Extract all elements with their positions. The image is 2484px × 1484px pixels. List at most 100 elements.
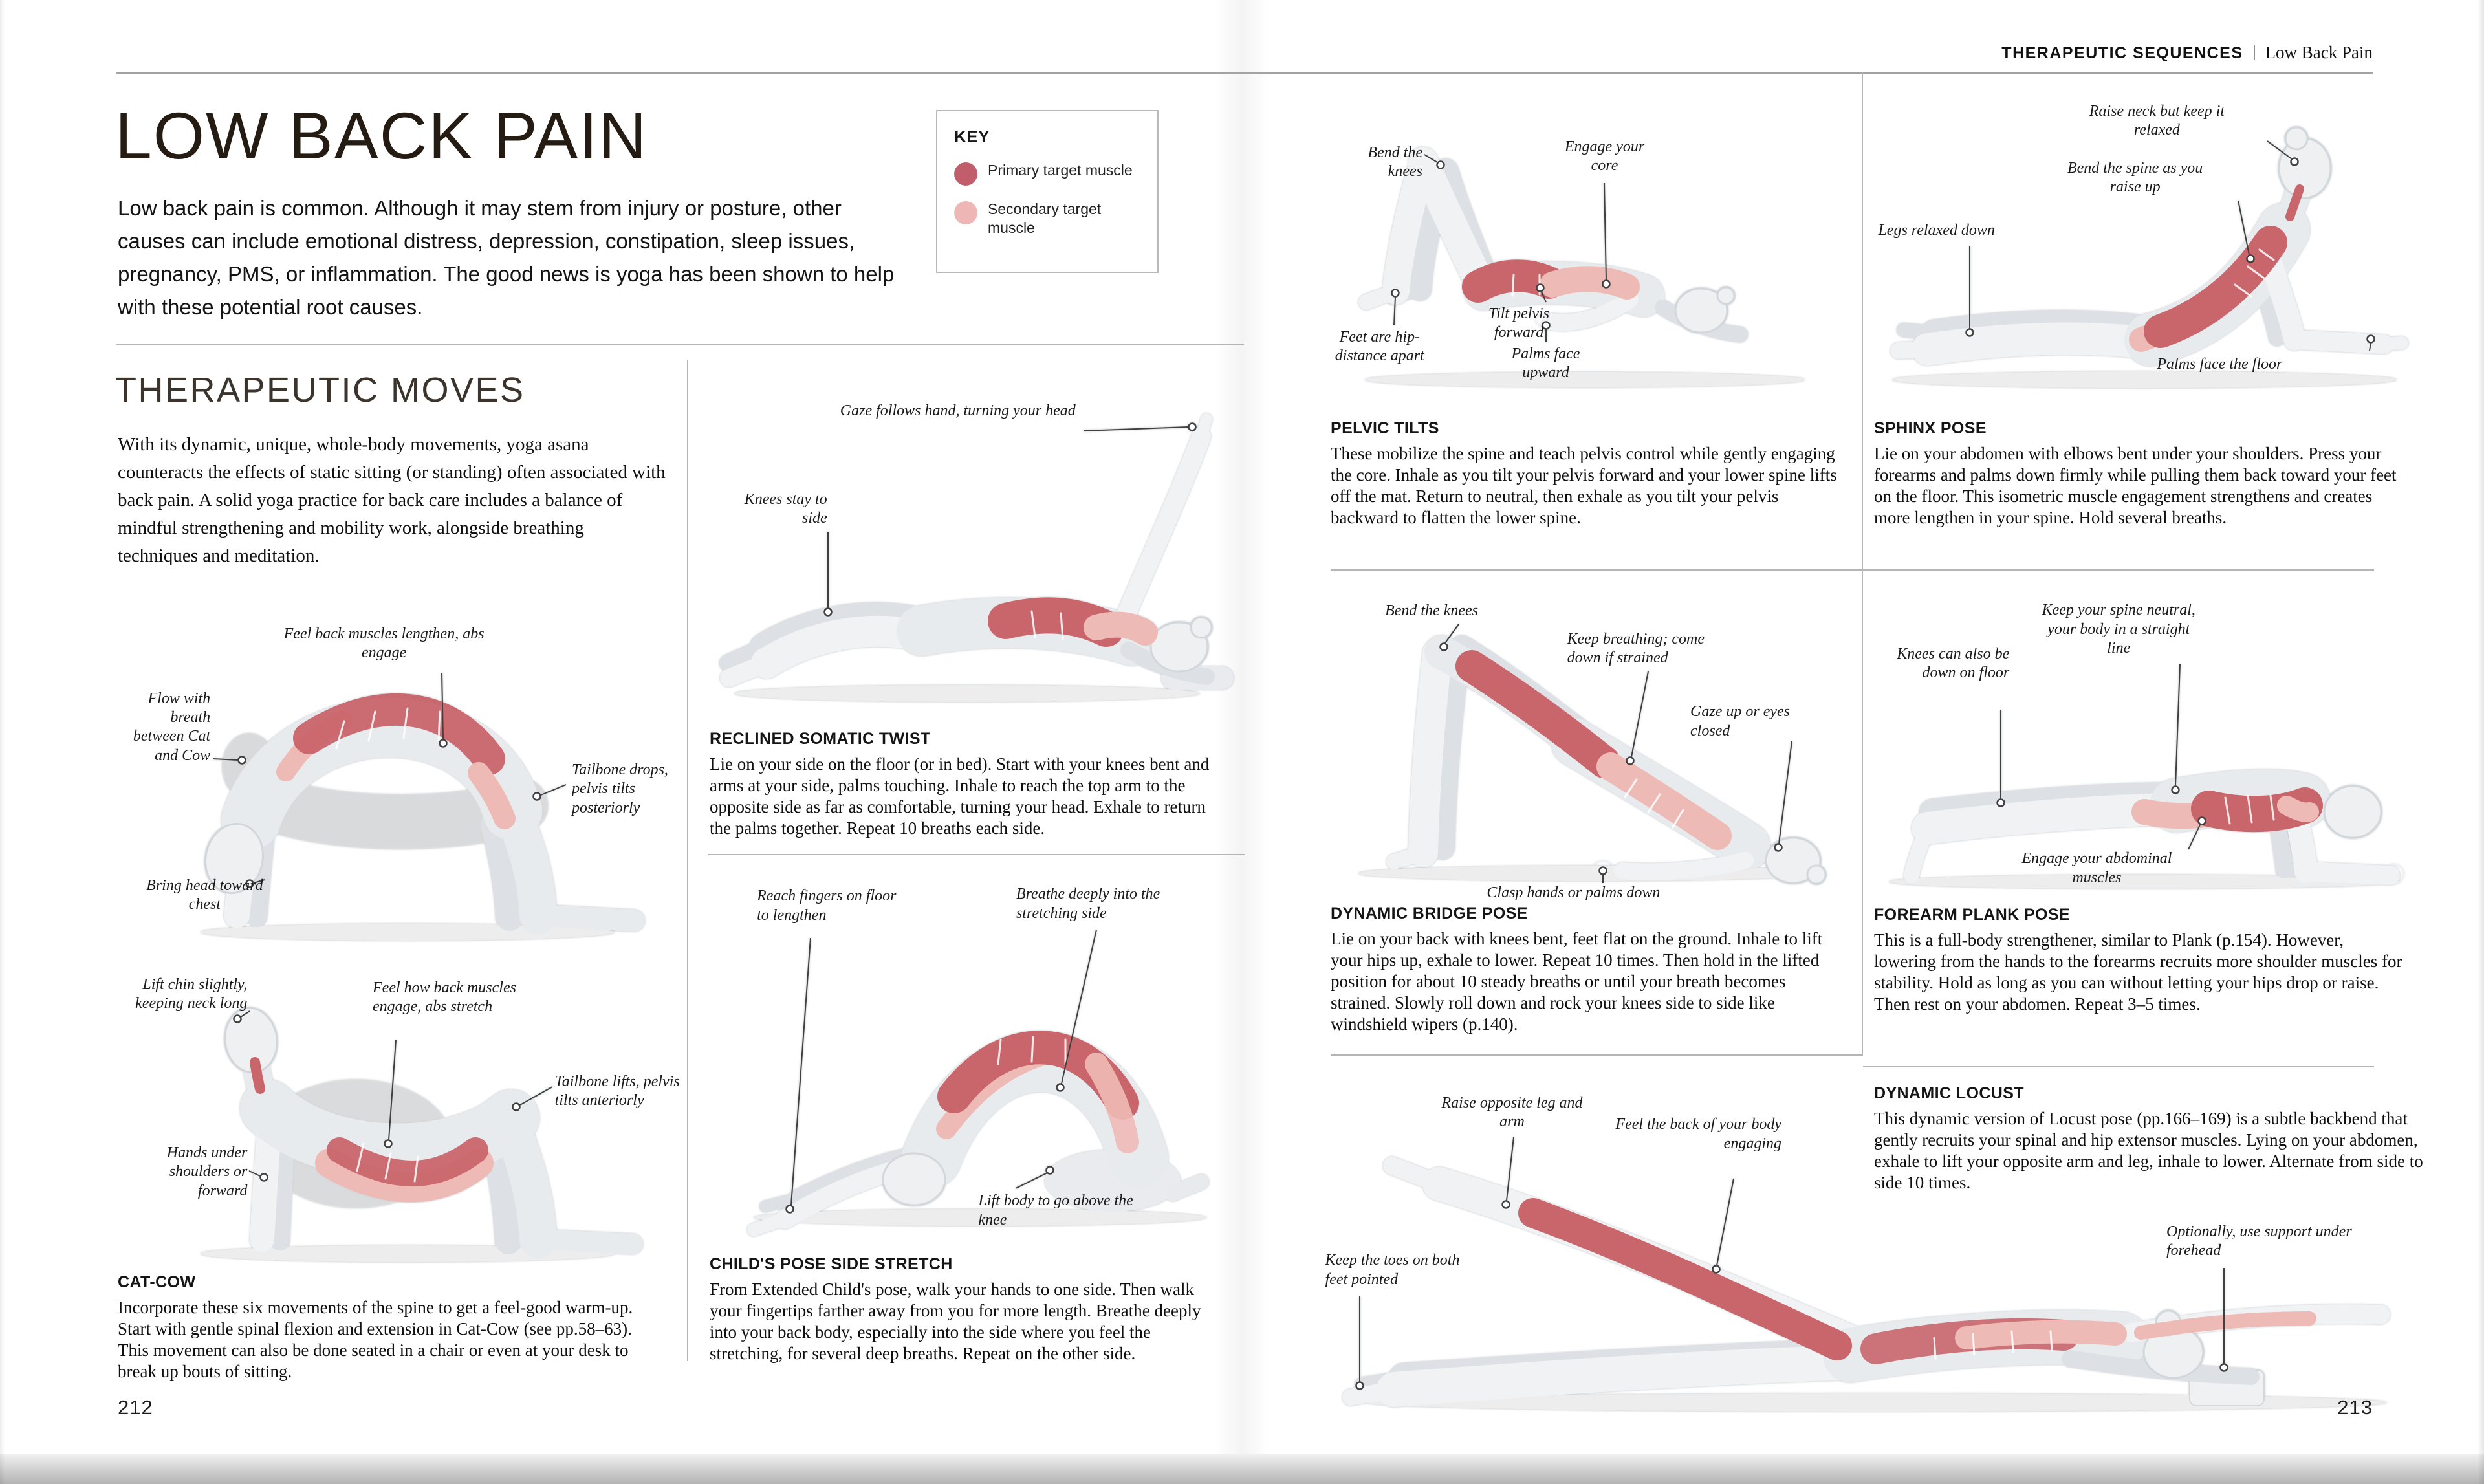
- annotation-feel-back-muscles: Feel back muscles lengthen, abs engage: [283, 626, 485, 662]
- page-number-left: 212: [118, 1396, 153, 1419]
- annotation-knees-stay: Knees stay to side: [744, 490, 827, 527]
- annotation-keep-spine-neutral: Keep your spine neutral, your body in a …: [2042, 602, 2195, 657]
- pelvic-divider: [1331, 569, 1862, 571]
- section-body: With its dynamic, unique, whole-body mov…: [118, 434, 666, 566]
- annotation-breathe-deeply: Breathe deeply into the stretching side: [1016, 886, 1160, 922]
- cow-pose-figure: Lift chin slightly, keeping neck long Fe…: [116, 950, 686, 1273]
- pelvic-tilts-illustration: [1358, 147, 1805, 387]
- cat-pose-illustration: [201, 672, 645, 941]
- childs-pose-illustration: [747, 929, 1209, 1236]
- cat-pose-figure: Feel back muscles lengthen, abs engage F…: [116, 611, 686, 951]
- pose-body: This is a full-body strengthener, simila…: [1874, 930, 2402, 1014]
- annotation-raise-opposite: Raise opposite leg and arm: [1441, 1094, 1583, 1131]
- legend-label: Secondary target muscle: [988, 201, 1102, 236]
- annotation-bend-knees-bridge: Bend the knees: [1385, 602, 1479, 619]
- annotation-bring-head: Bring head toward chest: [146, 877, 263, 913]
- book-right-edge: [2478, 0, 2484, 1484]
- pelvic-tilts-figure: Bend the knees Engage your core Feet are…: [1326, 126, 1862, 414]
- annotation-lift-body: Lift body to go above the knee: [978, 1192, 1133, 1228]
- annotation-feet-hip-distance: Feet are hip-distance apart: [1335, 328, 1424, 364]
- annotation-hands-under: Hands under shoulders or forward: [166, 1144, 248, 1199]
- plank-pose-figure: Keep your spine neutral, your body in a …: [1873, 592, 2419, 902]
- running-header: THERAPEUTIC SEQUENCES Low Back Pain: [1682, 43, 2373, 63]
- locust-pose-figure: Raise opposite leg and arm Feel the back…: [1320, 1074, 2419, 1436]
- pose-body: Lie on your side on the floor (or in bed…: [710, 754, 1210, 838]
- intro-paragraph: Low back pain is common. Although it may…: [118, 196, 895, 320]
- header-topic: Low Back Pain: [2265, 43, 2373, 62]
- annotation-engage-core: Engage your core: [1564, 138, 1645, 175]
- legend-item-secondary: Secondary target muscle: [954, 200, 1140, 237]
- reclined-twist-figure: Gaze follows hand, turning your head Kne…: [708, 388, 1248, 728]
- reclined-twist-illustration: [719, 413, 1234, 702]
- pose-body: Lie on your abdomen with elbows bent und…: [1874, 444, 2397, 527]
- sphinx-pose-figure: Raise neck but keep it relaxed Bend the …: [1873, 91, 2419, 417]
- annotation-gaze-follows: Gaze follows hand, turning your head: [840, 402, 1076, 419]
- childs-pose-caption: CHILD'S POSE SIDE STRETCH From Extended …: [710, 1255, 1221, 1364]
- annotation-engage-abdominals: Engage your abdominal muscles: [2021, 850, 2172, 886]
- annotation-tailbone-drops: Tailbone drops, pelvis tilts posteriorly: [572, 761, 668, 816]
- pose-body: These mobilize the spine and teach pelvi…: [1331, 444, 1837, 527]
- annotation-optional-support: Optionally, use support under forehead: [2166, 1223, 2352, 1259]
- header-separator: [2253, 45, 2255, 60]
- page-number-right: 213: [2337, 1396, 2373, 1419]
- left-column-divider: [687, 360, 688, 1361]
- bridge-pose-illustration: [1358, 624, 1827, 885]
- childs-pose-figure: Reach fingers on floor to lengthen Breat…: [708, 870, 1248, 1249]
- page-title: LOW BACK PAIN: [115, 99, 648, 173]
- sphinx-divider: [1863, 569, 2374, 571]
- intro-divider: [116, 344, 1244, 345]
- annotation-reach-fingers: Reach fingers on floor to lengthen: [757, 888, 897, 924]
- pose-heading: FOREARM PLANK POSE: [1874, 906, 2071, 924]
- pose-body: From Extended Child's pose, walk your ha…: [710, 1280, 1201, 1363]
- reclined-twist-caption: RECLINED SOMATIC TWIST Lie on your side …: [710, 730, 1221, 839]
- sphinx-pose-illustration: [1890, 126, 2408, 388]
- middle-column-divider: [708, 854, 1245, 855]
- annotation-tailbone-lifts: Tailbone lifts, pelvis tilts anteriorly: [554, 1073, 680, 1109]
- pose-heading: DYNAMIC BRIDGE POSE: [1331, 904, 1528, 922]
- book-bottom-edge: [0, 1454, 2484, 1484]
- pose-body: This dynamic version of Locust pose (pp.…: [1874, 1109, 2423, 1192]
- pose-heading: SPHINX POSE: [1874, 419, 1987, 437]
- annotation-keep-breathing: Keep breathing; come down if strained: [1567, 630, 1705, 666]
- plank-pose-illustration: [1889, 664, 2404, 889]
- annotation-palms-upward: Palms face upward: [1511, 345, 1580, 382]
- pose-heading: CHILD'S POSE SIDE STRETCH: [710, 1255, 953, 1273]
- page-gutter-shadow: [1215, 0, 1269, 1484]
- locust-caption: DYNAMIC LOCUST This dynamic version of L…: [1874, 1084, 2424, 1194]
- cow-pose-illustration: [201, 1007, 643, 1262]
- legend-label: Primary target muscle: [988, 162, 1133, 179]
- annotation-gaze-up: Gaze up or eyes closed: [1690, 703, 1790, 739]
- book-left-edge: [0, 0, 5, 1484]
- pose-heading: RECLINED SOMATIC TWIST: [710, 730, 931, 748]
- bridge-divider: [1331, 1054, 1862, 1056]
- annotation-legs-relaxed: Legs relaxed down: [1878, 222, 1995, 239]
- cat-cow-caption: CAT-COW Incorporate these six movements …: [118, 1273, 635, 1382]
- pelvic-tilts-caption: PELVIC TILTS These mobilize the spine an…: [1331, 419, 1848, 529]
- pose-heading: CAT-COW: [118, 1273, 196, 1291]
- bridge-pose-figure: Bend the knees Keep breathing; come down…: [1326, 589, 1862, 906]
- pose-heading: PELVIC TILTS: [1331, 419, 1439, 437]
- top-rule: [116, 72, 2373, 74]
- annotation-feel-back-of-body: Feel the back of your body engaging: [1615, 1116, 1781, 1152]
- annotation-flow-with-breath: Flow with breath between Cat and Cow: [133, 690, 211, 764]
- bridge-pose-caption: DYNAMIC BRIDGE POSE Lie on your back wit…: [1331, 904, 1848, 1035]
- key-title: KEY: [954, 127, 990, 146]
- header-section: THERAPEUTIC SEQUENCES: [2001, 44, 2243, 62]
- key-legend: KEY Primary target muscle Secondary targ…: [936, 110, 1159, 273]
- pose-heading: DYNAMIC LOCUST: [1874, 1084, 2024, 1102]
- sphinx-pose-caption: SPHINX POSE Lie on your abdomen with elb…: [1874, 419, 2398, 529]
- legend-item-primary: Primary target muscle: [954, 161, 1140, 186]
- section-heading: THERAPEUTIC MOVES: [115, 371, 525, 409]
- plank-divider: [1863, 1066, 2374, 1067]
- annotation-bend-spine: Bend the spine as you raise up: [2067, 160, 2203, 196]
- pose-body: Incorporate these six movements of the s…: [118, 1298, 633, 1381]
- annotation-clasp-hands: Clasp hands or palms down: [1487, 884, 1661, 901]
- annotation-feel-how-back: Feel how back muscles engage, abs stretc…: [373, 979, 516, 1016]
- annotation-keep-toes-pointed: Keep the toes on both feet pointed: [1325, 1252, 1460, 1288]
- annotation-bend-knees: Bend the knees: [1367, 144, 1423, 180]
- primary-muscle-swatch: [954, 162, 977, 186]
- secondary-muscle-swatch: [954, 201, 977, 224]
- annotation-palms-floor: Palms face the floor: [2157, 356, 2283, 373]
- annotation-knees-down: Knees can also be down on floor: [1897, 645, 2010, 681]
